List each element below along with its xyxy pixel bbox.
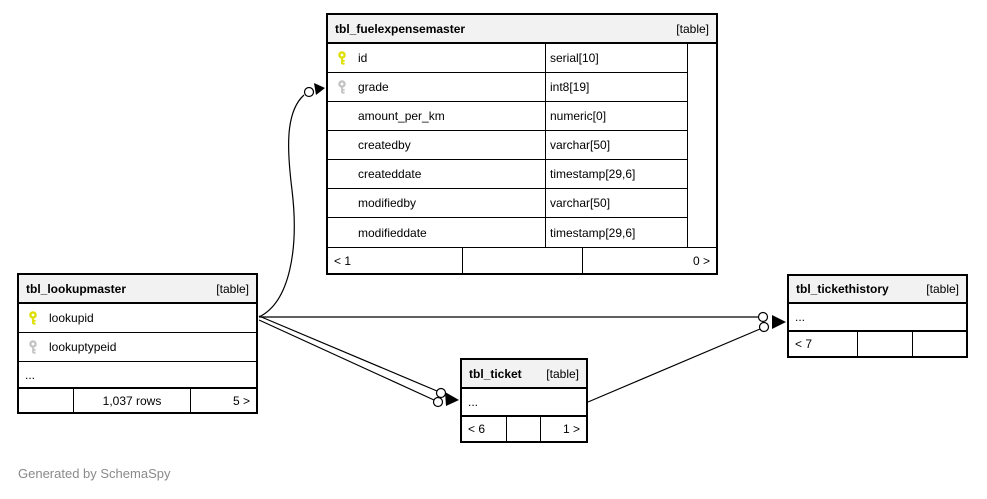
arrowhead-icon [314, 83, 325, 95]
row-count [506, 417, 540, 441]
column-name: createddate [358, 167, 422, 181]
table-row: id serial[10] [328, 44, 687, 73]
column-type: serial[10] [545, 44, 687, 72]
table-body: id serial[10] grade int8[19] amount [328, 44, 716, 247]
table-node-ticket: tbl_ticket [table] ... < 6 1 > [460, 358, 588, 443]
table-row: lookupid [19, 304, 256, 333]
row-count [857, 332, 912, 356]
table-type-badge: [table] [216, 281, 249, 296]
zero-or-one-circle [432, 396, 444, 408]
column-name: grade [358, 80, 389, 94]
column-name: modifieddate [358, 225, 427, 240]
children-pager[interactable]: 1 > [540, 417, 586, 441]
column-name: createdby [358, 138, 411, 152]
secondary-key-icon [336, 80, 349, 94]
column-name: modifiedby [358, 196, 417, 210]
children-pager[interactable]: 0 > [582, 248, 716, 273]
anchor-column [687, 44, 716, 247]
column-name: lookuptypeid [49, 340, 117, 354]
column-type: numeric[0] [545, 102, 687, 130]
parents-pager[interactable]: < 1 [334, 253, 352, 268]
relationship-line-lookupmaster-ticket-1 [258, 315, 438, 392]
table-node-lookupmaster: tbl_lookupmaster [table] lookupid lookup… [17, 273, 258, 414]
table-node-fuelexpensemaster: tbl_fuelexpensemaster [table] id serial[… [326, 13, 718, 275]
column-type: varchar[50] [545, 189, 687, 217]
table-row: modifiedby varchar[50] [328, 189, 687, 218]
table-type-badge: [table] [546, 366, 579, 381]
table-footer: 1,037 rows 5 > [19, 388, 256, 412]
table-type-badge: [table] [676, 21, 709, 36]
table-footer: < 7 [789, 331, 966, 356]
table-row: amount_per_km numeric[0] [328, 102, 687, 131]
relationship-line-lookupmaster-ticket-2 [258, 319, 435, 401]
column-name: lookupid [49, 311, 94, 325]
table-type-badge: [table] [926, 282, 959, 296]
table-node-tickethistory: tbl_tickethistory [table] ... < 7 [787, 274, 968, 358]
primary-key-icon [336, 51, 349, 65]
table-header[interactable]: tbl_tickethistory [table] [789, 276, 966, 304]
column-type: varchar[50] [545, 131, 687, 159]
arrowhead-icon [772, 315, 786, 329]
more-columns-indicator: ... [462, 389, 586, 416]
zero-or-one-circle [758, 321, 770, 333]
secondary-key-icon [27, 340, 40, 354]
table-title[interactable]: tbl_tickethistory [796, 282, 889, 296]
table-header[interactable]: tbl_fuelexpensemaster [table] [328, 15, 716, 44]
zero-or-one-circle [757, 311, 769, 323]
relationship-line-ticket-tickethistory [587, 328, 761, 403]
table-row: grade int8[19] [328, 73, 687, 102]
column-name: id [358, 51, 368, 65]
generated-by-note: Generated by SchemaSpy [18, 466, 171, 481]
table-row: modifieddate timestamp[29,6] [328, 218, 687, 247]
table-title[interactable]: tbl_fuelexpensemaster [335, 21, 466, 36]
column-type: int8[19] [545, 73, 687, 101]
table-footer: < 1 0 > [328, 247, 716, 273]
relationship-line-lookupmaster-fuelexpensemaster [258, 94, 305, 318]
more-columns-indicator: ... [789, 304, 966, 331]
more-columns-indicator: ... [19, 362, 256, 388]
column-type: timestamp[29,6] [545, 218, 687, 247]
row-count: 1,037 rows [73, 389, 190, 412]
row-count [462, 248, 582, 273]
table-title[interactable]: tbl_lookupmaster [26, 281, 127, 296]
arrowhead-icon [445, 392, 459, 406]
column-type: timestamp[29,6] [545, 160, 687, 188]
table-row: lookuptypeid [19, 333, 256, 362]
parents-pager[interactable]: < 7 [795, 337, 813, 351]
primary-key-icon [27, 311, 40, 325]
column-name: amount_per_km [358, 109, 445, 123]
table-row: createddate timestamp[29,6] [328, 160, 687, 189]
zero-or-one-circle [435, 387, 447, 399]
children-pager[interactable]: 5 > [190, 389, 256, 412]
parents-pager[interactable] [19, 389, 73, 412]
table-title[interactable]: tbl_ticket [469, 366, 522, 381]
table-header[interactable]: tbl_lookupmaster [table] [19, 275, 256, 304]
parents-pager[interactable]: < 6 [468, 422, 486, 436]
zero-or-one-circle [303, 86, 315, 98]
table-row: createdby varchar[50] [328, 131, 687, 160]
table-footer: < 6 1 > [462, 416, 586, 441]
table-header[interactable]: tbl_ticket [table] [462, 360, 586, 389]
children-pager [912, 332, 966, 356]
